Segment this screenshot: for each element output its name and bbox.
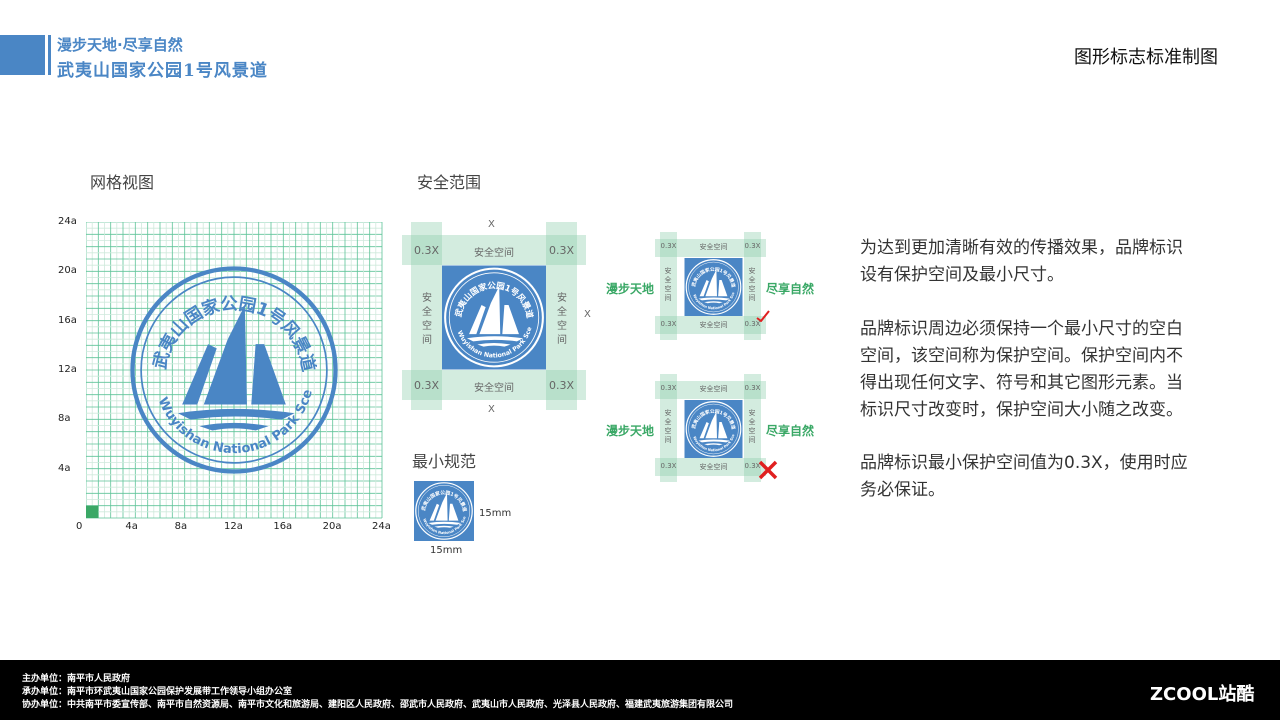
x-label: X — [584, 309, 591, 320]
x-tick: 16a — [273, 521, 293, 532]
y-tick: 4a — [58, 462, 71, 474]
band-label: 安全空间 — [699, 385, 728, 393]
logo — [684, 258, 743, 316]
band-label: 安全空间 — [748, 409, 756, 444]
zcool-logo: ZCOOL站酷 — [1150, 684, 1255, 705]
safe-zone-diagram: 0.3X 0.3X 0.3X 0.3X 安全空间 安全空间 安全空间 安全空间 … — [402, 219, 591, 415]
slogan-left: 漫步天地 — [606, 424, 655, 438]
x-label: X — [488, 404, 495, 415]
band-label: 安全空间 — [664, 409, 672, 444]
description-p2: 品牌标识周边必须保持一个最小尺寸的空白空间，该空间称为保护空间。保护空间内不得出… — [860, 319, 1183, 420]
band-label: 安全空间 — [699, 243, 728, 251]
slogan: 漫步天地·尽享自然 — [57, 36, 183, 54]
band-label: 安全空间 — [664, 267, 672, 302]
cross-icon — [758, 460, 778, 480]
grid-logo — [126, 262, 342, 478]
x-tick: 0 — [76, 521, 83, 532]
y-tick: 20a — [58, 265, 77, 277]
corner-label: 0.3X — [660, 462, 677, 470]
band-label: 安全空间 — [748, 267, 756, 302]
corner-label: 0.3X — [744, 242, 761, 250]
corner-label: 0.3X — [548, 244, 575, 257]
corner-label: 0.3X — [744, 384, 761, 392]
band-label: 安全空间 — [474, 248, 514, 259]
park-name: 武夷山国家公园1号风景道 — [57, 61, 268, 81]
y-tick: 8a — [58, 413, 71, 425]
y-tick: 24a — [58, 216, 77, 227]
safe-zone-title: 安全范围 — [417, 173, 482, 192]
footer-co-organizers: 协办单位：中共南平市委宣传部、南平市自然资源局、南平市文化和旅游局、建阳区人民政… — [22, 700, 734, 710]
page-title: 图形标志标准制图 — [1074, 47, 1218, 68]
grid-view-title: 网格视图 — [90, 173, 155, 192]
corner-label: 0.3X — [548, 379, 575, 392]
check-icon — [756, 310, 770, 322]
slogan-right: 尽享自然 — [766, 424, 815, 438]
slogan-right: 尽享自然 — [766, 282, 815, 296]
slogan-left: 漫步天地 — [606, 282, 655, 296]
footer-organizer: 承办单位：南平市环武夷山国家公园保护发展带工作领导小组办公室 — [22, 687, 293, 697]
min-size-logo — [414, 481, 474, 541]
band-label: 安全空间 — [422, 293, 432, 346]
y-tick: 12a — [58, 364, 77, 375]
min-size-title: 最小规范 — [412, 452, 477, 471]
y-tick: 16a — [58, 314, 77, 326]
corner-label: 0.3X — [744, 320, 761, 328]
corner-label: 0.3X — [413, 379, 440, 392]
footer-host: 主办单位：南平市人民政府 — [22, 674, 131, 684]
x-tick: 4a — [125, 521, 138, 532]
logo — [684, 400, 743, 458]
corner-label: 0.3X — [660, 384, 677, 392]
band-label: 安全空间 — [474, 383, 514, 394]
x-tick: 8a — [174, 521, 188, 532]
description-p3: 品牌标识最小保护空间值为0.3X，使用时应务必保证。 — [860, 453, 1188, 500]
x-label: X — [488, 219, 495, 230]
band-label: 安全空间 — [699, 321, 728, 329]
min-width-label: 15mm — [479, 508, 512, 519]
header-bar — [0, 35, 45, 75]
corner-label: 0.3X — [413, 244, 440, 257]
corner-label: 0.3X — [660, 320, 677, 328]
min-height-label: 15mm — [430, 545, 463, 556]
header-divider — [48, 35, 51, 75]
x-tick: 24a — [372, 521, 391, 532]
description-p1: 为达到更加清晰有效的传播效果，品牌标识设有保护空间及最小尺寸。 — [860, 238, 1183, 285]
band-label: 安全空间 — [557, 293, 567, 346]
logo — [442, 265, 546, 370]
unit-square — [86, 505, 99, 518]
band-label: 安全空间 — [699, 463, 728, 471]
footer — [0, 660, 1280, 720]
corner-label: 0.3X — [660, 242, 677, 250]
x-tick: 12a — [224, 521, 243, 532]
x-tick: 20a — [322, 521, 342, 532]
corner-label: 0.3X — [744, 462, 761, 470]
